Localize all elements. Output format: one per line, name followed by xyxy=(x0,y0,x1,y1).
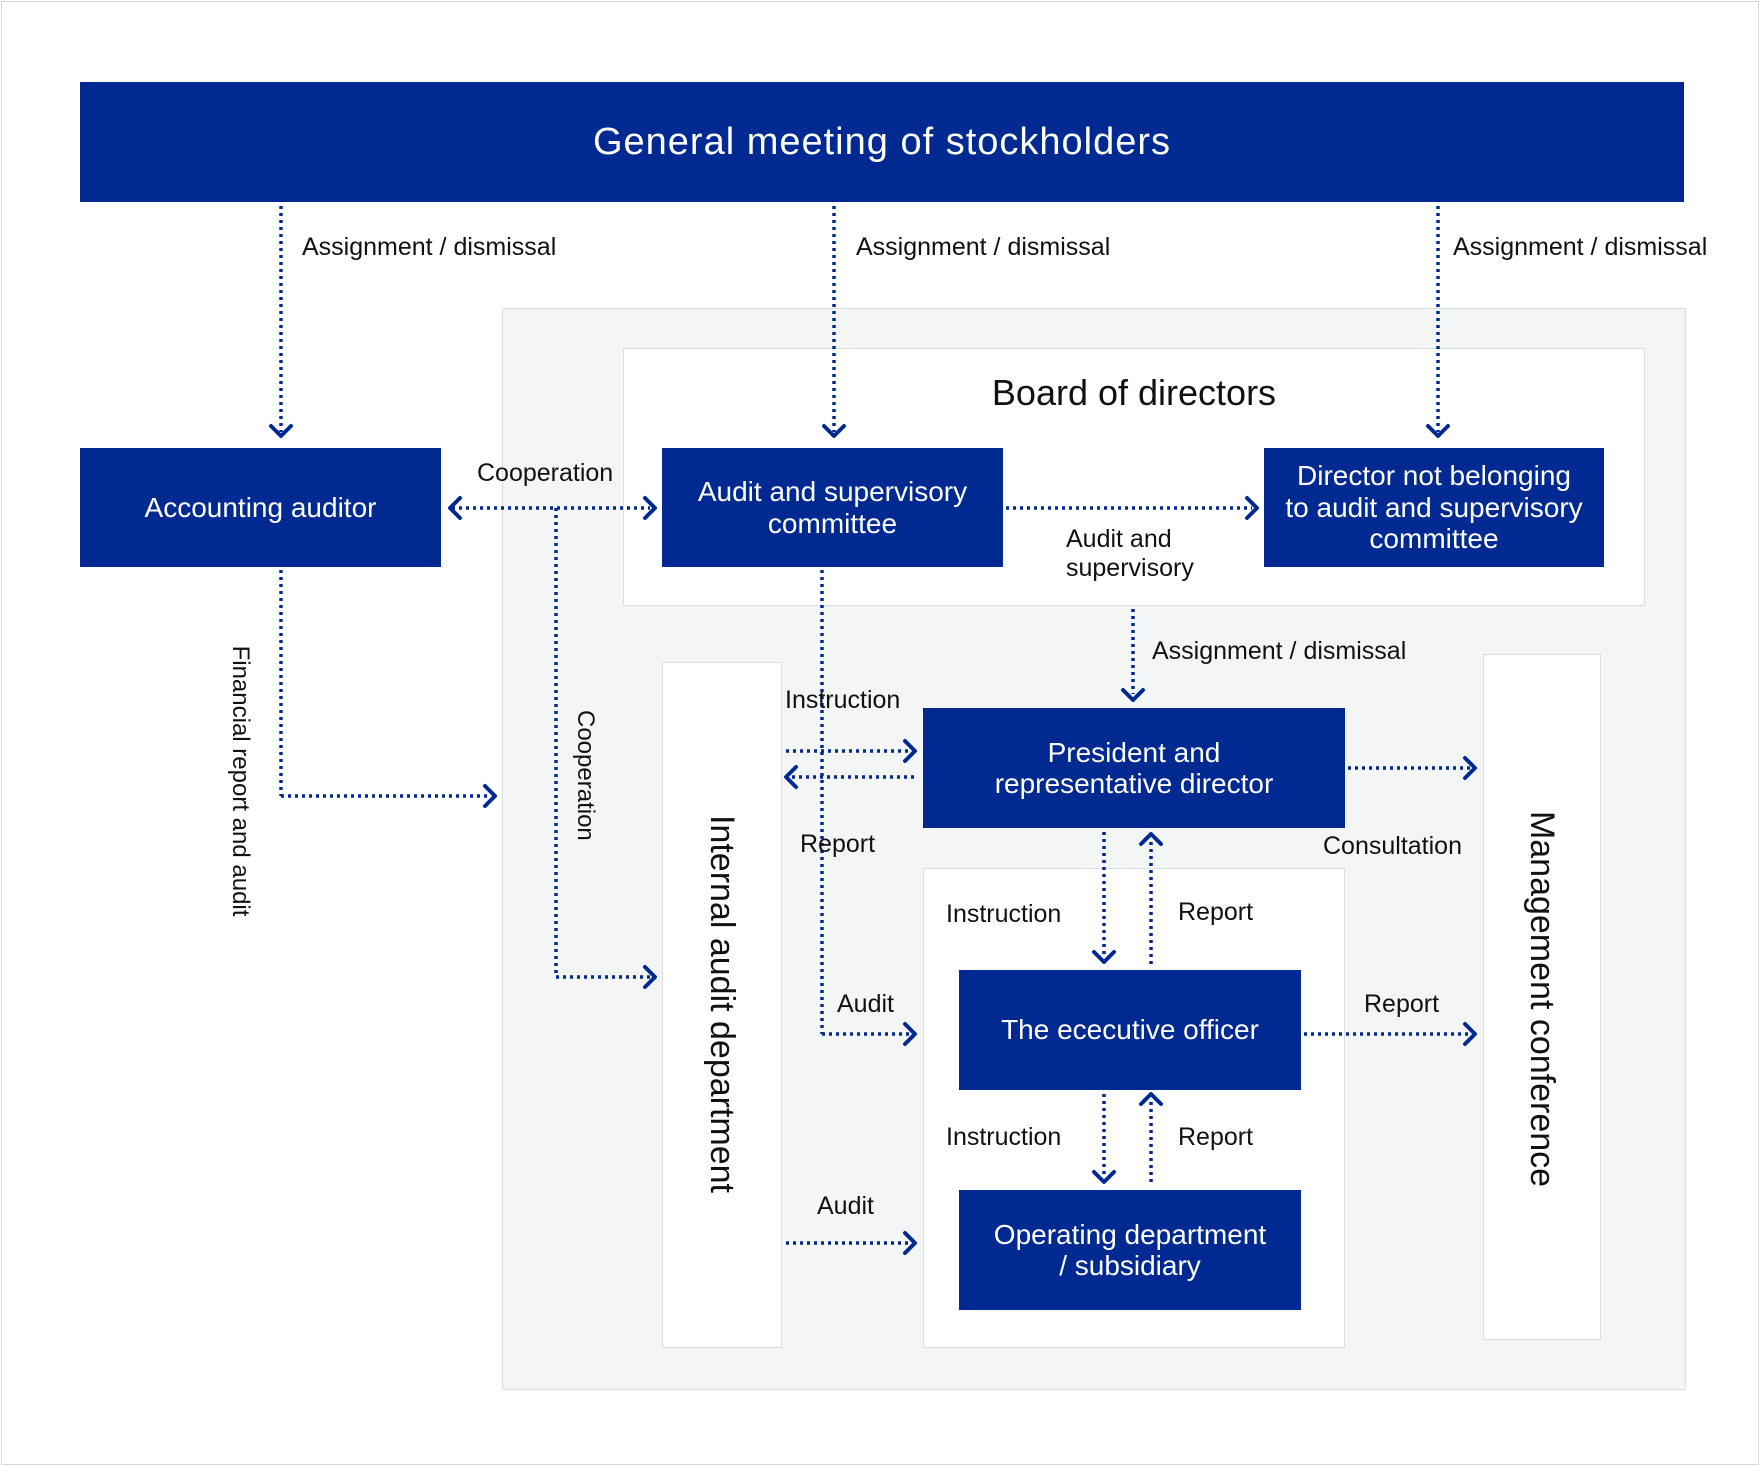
general-meeting-label: General meeting of stockholders xyxy=(592,120,1172,163)
executive-officer-box: The ececutive officer xyxy=(959,970,1301,1090)
director-line1: Director not belonging xyxy=(1297,460,1571,492)
audit-supervisory-label-line2: supervisory xyxy=(1066,554,1194,582)
audit-committee-line2: committee xyxy=(767,507,898,539)
report-label-4: Report xyxy=(1178,1123,1254,1151)
instruction-label-1: Instruction xyxy=(785,686,901,714)
internal-audit-department-label: Internal audit department xyxy=(703,814,741,1194)
president-line2: representative director xyxy=(994,768,1274,799)
accounting-auditor-label: Accounting auditor xyxy=(144,491,377,523)
consultation-label: Consultation xyxy=(1323,832,1462,860)
management-conference-box xyxy=(1483,654,1601,1340)
assign-label-3: Assignment / dismissal xyxy=(1453,233,1708,261)
audit-label-1: Audit xyxy=(837,990,894,1018)
operating-department-box: Operating department / subsidiary xyxy=(959,1190,1301,1310)
report-label-3: Report xyxy=(1364,990,1440,1018)
operating-line2: / subsidiary xyxy=(1059,1250,1201,1281)
president-box: President and representative director xyxy=(923,708,1345,828)
director-line2: to audit and supervisory xyxy=(1285,491,1583,523)
report-label-1: Report xyxy=(800,830,876,858)
financial-report-label: Financial report and audit xyxy=(227,645,254,917)
general-meeting-box: General meeting of stockholders xyxy=(80,82,1684,202)
director-line3: committee xyxy=(1369,523,1499,555)
audit-supervisory-committee-box: Audit and supervisory committee xyxy=(662,448,1003,567)
cooperation-vertical-label: Cooperation xyxy=(572,710,599,841)
assign-label-4: Assignment / dismissal xyxy=(1152,637,1407,665)
management-conference-label: Management conference xyxy=(1523,810,1561,1188)
report-label-2: Report xyxy=(1178,898,1254,926)
instruction-label-2: Instruction xyxy=(946,900,1062,928)
operating-line1: Operating department xyxy=(993,1218,1267,1250)
instruction-label-3: Instruction xyxy=(946,1123,1062,1151)
president-line1: President and xyxy=(1047,736,1221,768)
cooperation-label: Cooperation xyxy=(477,459,614,487)
executive-officer-label: The ececutive officer xyxy=(1001,1014,1259,1046)
audit-supervisory-label-line1: Audit and xyxy=(1066,525,1172,553)
internal-audit-department-box xyxy=(662,662,782,1348)
assign-label-2: Assignment / dismissal xyxy=(856,233,1111,261)
director-not-belonging-box: Director not belonging to audit and supe… xyxy=(1264,448,1604,567)
assign-label-1: Assignment / dismissal xyxy=(302,233,557,261)
accounting-auditor-box: Accounting auditor xyxy=(80,448,441,567)
audit-label-2: Audit xyxy=(817,1192,874,1220)
audit-committee-line1: Audit and supervisory xyxy=(697,476,968,508)
board-of-directors-title: Board of directors xyxy=(991,372,1277,413)
